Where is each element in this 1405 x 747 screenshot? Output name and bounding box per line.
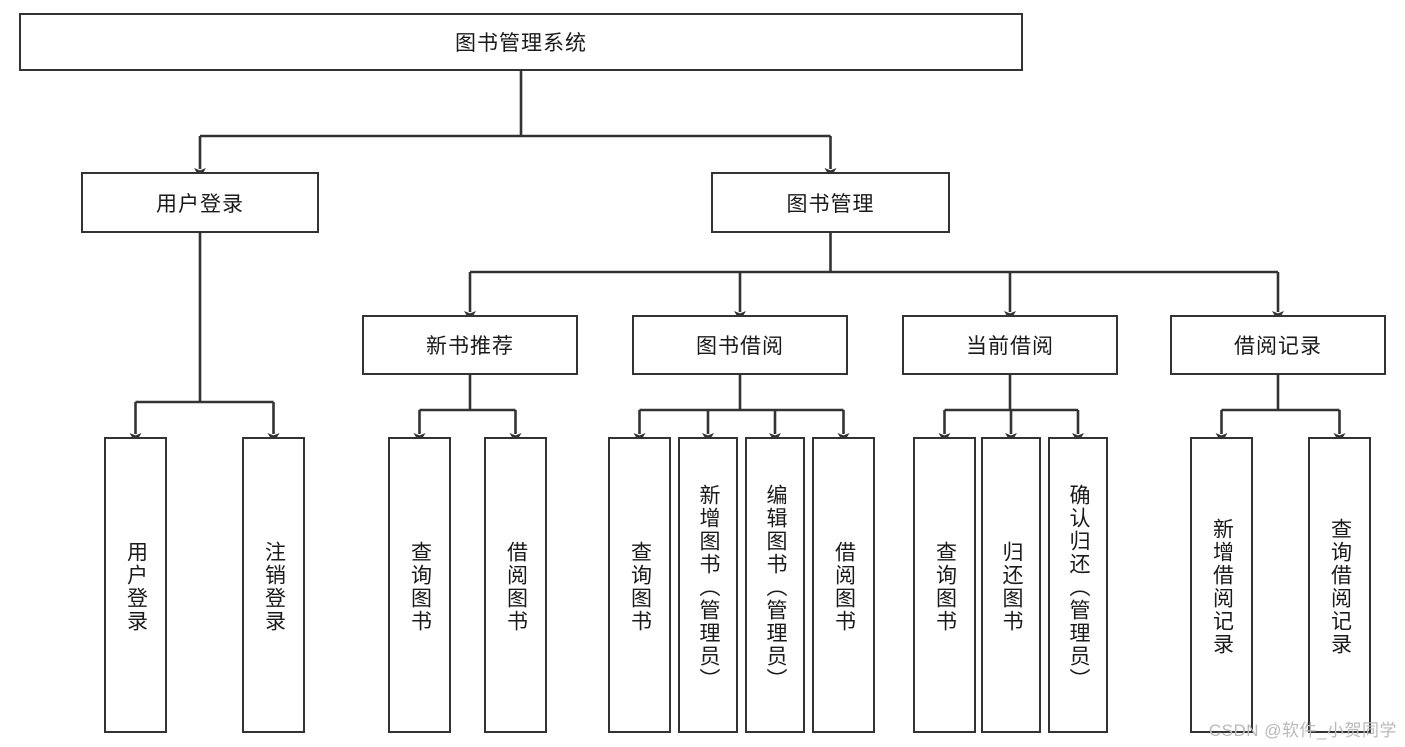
leaf-logout-label: 注销登录	[262, 541, 286, 633]
leaf-query-book-current-label: 查询图书	[933, 541, 957, 633]
leaf-borrow-book[interactable]: 借阅图书	[812, 437, 875, 733]
leaf-confirm-return-admin[interactable]: 确认归还（管理员）	[1048, 437, 1108, 733]
leaf-confirm-return-admin-label: 确认归还（管理员）	[1067, 483, 1091, 691]
node-new-book-recommend-label: 新书推荐	[426, 335, 514, 358]
node-borrow-records[interactable]: 借阅记录	[1170, 315, 1386, 375]
leaf-borrow-book-label: 借阅图书	[832, 541, 856, 633]
node-user-login-label: 用户登录	[156, 192, 244, 216]
leaf-logout[interactable]: 注销登录	[242, 437, 305, 733]
node-book-borrow[interactable]: 图书借阅	[632, 315, 848, 375]
leaf-user-login-label: 用户登录	[124, 541, 148, 633]
leaf-user-login[interactable]: 用户登录	[104, 437, 167, 733]
node-root-label: 图书管理系统	[455, 32, 587, 55]
leaf-edit-book-admin[interactable]: 编辑图书（管理员）	[745, 437, 805, 733]
leaf-add-borrow-record[interactable]: 新增借阅记录	[1190, 437, 1253, 733]
node-user-login[interactable]: 用户登录	[81, 172, 319, 233]
node-new-book-recommend[interactable]: 新书推荐	[362, 315, 578, 375]
leaf-query-book-recommend[interactable]: 查询图书	[388, 437, 451, 733]
leaf-query-book-current[interactable]: 查询图书	[913, 437, 976, 733]
leaf-query-borrow-record[interactable]: 查询借阅记录	[1308, 437, 1371, 733]
leaf-add-book-admin[interactable]: 新增图书（管理员）	[678, 437, 738, 733]
leaf-query-book-borrow-label: 查询图书	[628, 541, 652, 633]
leaf-add-book-admin-label: 新增图书（管理员）	[697, 483, 721, 691]
leaf-query-book-borrow[interactable]: 查询图书	[608, 437, 671, 733]
node-current-borrow-label: 当前借阅	[966, 335, 1054, 358]
node-book-borrow-label: 图书借阅	[696, 335, 784, 358]
leaf-query-borrow-record-label: 查询借阅记录	[1328, 518, 1352, 656]
node-book-management-label: 图书管理	[786, 192, 875, 216]
node-current-borrow[interactable]: 当前借阅	[902, 315, 1118, 375]
leaf-return-book-label: 归还图书	[1000, 541, 1024, 633]
leaf-borrow-book-recommend-label: 借阅图书	[504, 541, 528, 633]
leaf-add-borrow-record-label: 新增借阅记录	[1210, 518, 1234, 656]
leaf-edit-book-admin-label: 编辑图书（管理员）	[764, 483, 788, 691]
leaf-borrow-book-recommend[interactable]: 借阅图书	[484, 437, 547, 733]
watermark: CSDN @软件_小贺同学	[1208, 721, 1397, 740]
node-book-management[interactable]: 图书管理	[711, 172, 950, 233]
node-root[interactable]: 图书管理系统	[19, 13, 1023, 71]
leaf-return-book[interactable]: 归还图书	[981, 437, 1041, 733]
leaf-query-book-recommend-label: 查询图书	[408, 541, 432, 633]
node-borrow-records-label: 借阅记录	[1234, 335, 1322, 358]
